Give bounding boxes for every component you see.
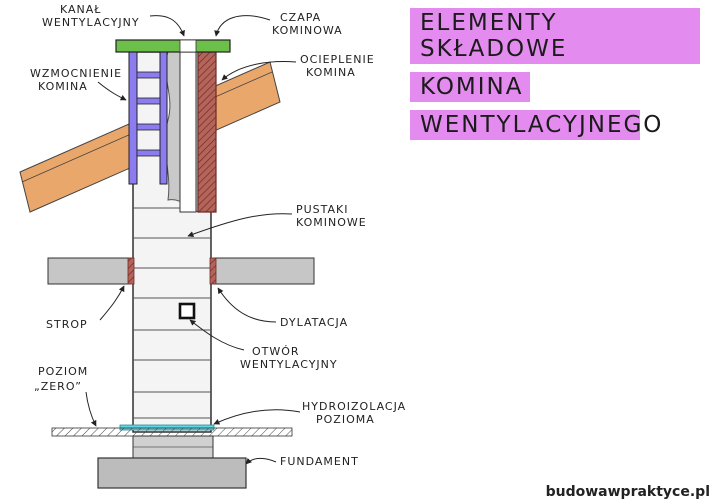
foundation-footing xyxy=(97,457,247,489)
dilatation-gap-left xyxy=(127,257,135,285)
floor-slab-left xyxy=(47,257,131,285)
chimney-block-joints xyxy=(133,207,211,419)
title-line-1: ELEMENTY SKŁADOWE xyxy=(410,8,700,64)
chimney-cap xyxy=(115,39,231,53)
title-line-3: WENTYLACYJNEGO xyxy=(410,110,661,140)
label-fundament: FUNDAMENT xyxy=(280,455,359,468)
chimney-insulation xyxy=(197,51,217,213)
label-hydroizolacja: HYDROIZOLACJA POZIOMA xyxy=(302,400,411,426)
label-ocieplenie: OCIEPLENIE KOMINA xyxy=(300,53,379,79)
label-poziom-zero: POZIOM „ZERO” xyxy=(34,365,93,393)
source-credit: budowawpraktyce.pl xyxy=(545,484,710,500)
ventilation-opening xyxy=(178,302,196,320)
diagram-title: ELEMENTY SKŁADOWE KOMINA WENTYLACYJNEGO xyxy=(410,8,700,148)
chimney-cap-opening xyxy=(179,39,197,53)
label-pustaki: PUSTAKI KOMINOWE xyxy=(296,203,367,229)
title-line-2: KOMINA xyxy=(410,72,530,102)
ventilation-channel xyxy=(179,43,197,213)
label-dylatacja: DYLATACJA xyxy=(280,316,348,329)
label-kanal: KANAŁ WENTYLACYJNY xyxy=(42,3,140,29)
ground-level xyxy=(51,427,293,437)
label-otwor: OTWÓR WENTYLACYJNY xyxy=(240,345,338,371)
label-wzmocnienie: WZMOCNIENIE KOMINA xyxy=(30,67,127,93)
floor-slab-right xyxy=(213,257,315,285)
leader-lines xyxy=(85,15,301,465)
dilatation-gap-right xyxy=(209,257,217,285)
label-strop: STROP xyxy=(46,318,88,331)
label-czapa: CZAPA KOMINOWA xyxy=(272,11,343,37)
